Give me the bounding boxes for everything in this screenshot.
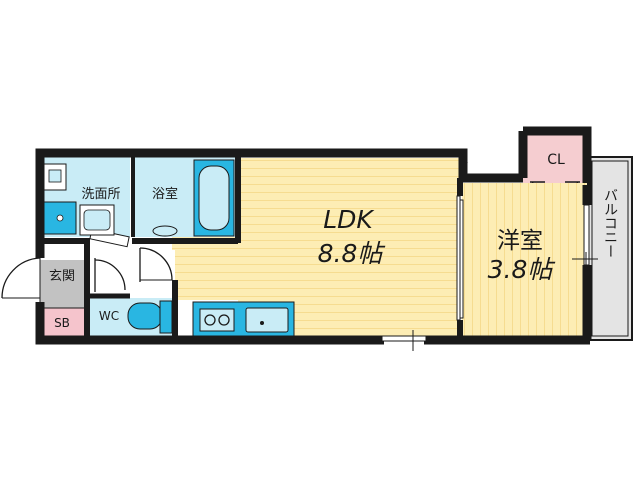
balcony-label: バルコニー [602,188,618,258]
ldk-name: LDK [323,205,375,234]
western-room-size: 3.8帖 [488,255,556,284]
entrance-area [40,260,85,336]
balcony-window [572,204,598,266]
shoe-box-label: SB [54,316,70,330]
western-room [462,183,587,338]
entrance-door [1,257,42,306]
toilet-icon [127,300,173,334]
ldk-window [381,330,427,351]
bathroom-door [139,247,173,282]
toilet-label: WC [99,309,119,323]
balcony [587,156,633,341]
western-room-name: 洋室 [497,228,543,254]
interior-walls [40,153,463,340]
sliding-door-ldk-western [456,195,464,321]
entrance-label: 玄関 [49,269,75,284]
toilet-door [94,258,126,292]
exterior-walls [35,148,592,345]
closet-label: CL [547,152,565,168]
ldk-size: 8.8帖 [318,239,386,268]
kitchen-counter [192,301,295,339]
washroom-label: 洗面所 [81,187,120,202]
bathroom-label: 浴室 [152,186,178,202]
bathtub-icon [152,159,235,237]
washing-machine-icon [43,163,115,236]
